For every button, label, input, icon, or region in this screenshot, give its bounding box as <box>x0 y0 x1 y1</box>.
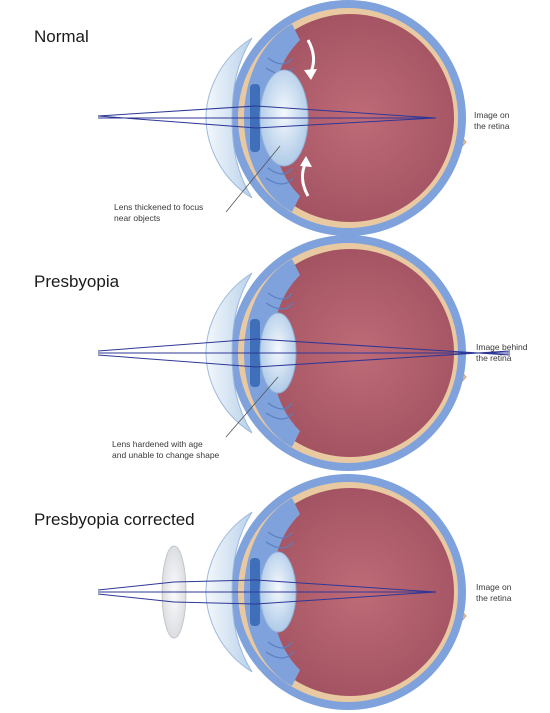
presbyopia-title: Presbyopia <box>34 272 120 291</box>
presbyopia-panel <box>97 235 511 471</box>
normal-lens-annotation: Lens thickened to focus near objects <box>114 202 204 223</box>
arrow-up-head <box>300 156 312 167</box>
annotation-pointer <box>225 145 281 213</box>
arrow-down-head <box>304 69 317 80</box>
ciliary-muscle <box>265 531 294 659</box>
ciliary-muscle <box>265 292 294 420</box>
presbyopia-lens-annotation: Lens hardened with age and unable to cha… <box>112 439 220 460</box>
annotation-pointer <box>225 376 279 438</box>
light-rays <box>97 579 437 605</box>
corrected-panel <box>97 474 467 710</box>
corrected-image-label: Image on the retina <box>476 582 512 603</box>
light-rays <box>97 338 511 368</box>
corrected-title: Presbyopia corrected <box>34 510 195 529</box>
normal-image-label: Image on the retina <box>474 110 510 131</box>
presbyopia-image-label: Image behind the retina <box>476 342 528 363</box>
light-rays <box>97 105 437 129</box>
normal-title: Normal <box>34 27 89 46</box>
normal-panel <box>97 0 467 236</box>
